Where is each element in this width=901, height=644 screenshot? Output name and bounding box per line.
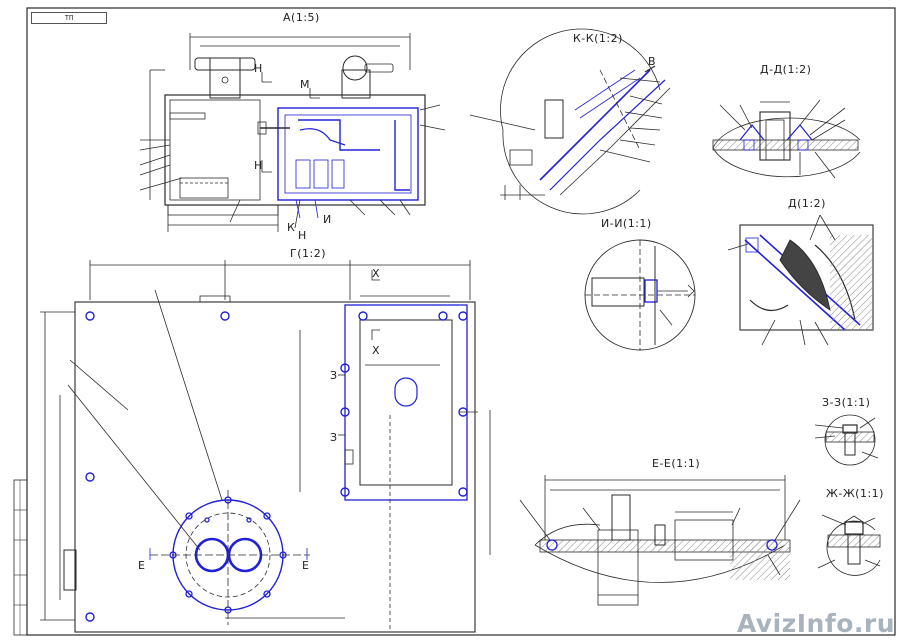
section-mark-z2: З <box>330 431 338 444</box>
view-a <box>139 33 446 232</box>
view-ii-title: И-И(1:1) <box>601 217 652 230</box>
view-zz <box>814 414 879 466</box>
view-g-title: Г(1:2) <box>290 247 326 260</box>
mounting-holes <box>85 311 468 622</box>
view-g <box>40 260 491 633</box>
section-mark-n2: Н <box>254 159 263 172</box>
view-dd <box>712 99 861 179</box>
view-zz-title: З-З(1:1) <box>822 396 871 409</box>
view-zhzh <box>817 514 881 576</box>
section-mark-i1: И <box>323 213 332 226</box>
watermark: AvizInfo.ru <box>736 609 895 638</box>
view-kk-title: К-К(1:2) <box>573 32 623 45</box>
section-mark-e2: Е <box>302 559 309 572</box>
section-mark-z1: З <box>330 369 338 382</box>
view-ii <box>584 239 696 351</box>
drawing-number-stamp: ТП 2·9001000001·006 ВО <box>31 12 107 24</box>
view-zhzh-title: Ж-Ж(1:1) <box>826 487 884 500</box>
section-mark-n1: Н <box>254 62 263 75</box>
view-a-title: А(1:5) <box>283 11 320 24</box>
view-kk-arrow-letter: В <box>648 55 657 68</box>
view-d-title: Д(1:2) <box>788 197 826 210</box>
view-ee-title: Е-Е(1:1) <box>652 457 701 470</box>
section-mark-x2: Х <box>372 344 380 357</box>
section-mark-h1: Н <box>298 229 307 242</box>
view-d <box>727 214 874 346</box>
section-mark-k1: К <box>287 221 295 234</box>
section-mark-e1: Е <box>138 559 145 572</box>
view-ee <box>519 475 801 606</box>
sheet-frame <box>13 7 896 636</box>
section-mark-m1: М <box>300 78 310 91</box>
section-mark-x1: Х <box>372 267 380 280</box>
view-dd-title: Д-Д(1:2) <box>760 63 812 76</box>
view-kk <box>469 28 671 215</box>
